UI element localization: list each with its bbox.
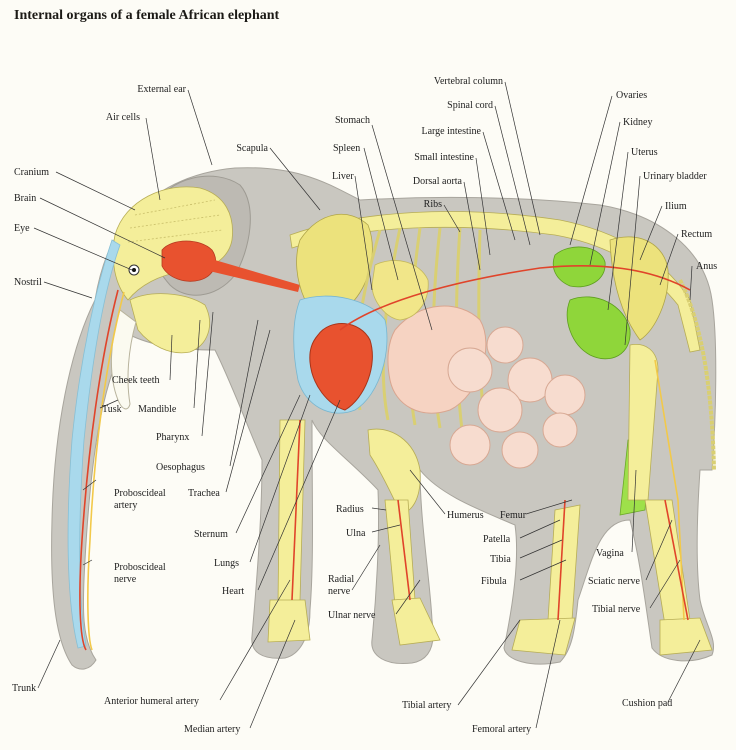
tail-bones — [678, 279, 716, 471]
label-urinary-bladder: Urinary bladder — [643, 171, 707, 182]
label-patella: Patella — [483, 534, 511, 545]
dorsal-aorta-vessel — [339, 265, 691, 331]
label-spleen: Spleen — [333, 143, 360, 154]
label-proboscideal-artery: Proboscideal — [114, 488, 166, 499]
label-femoral-artery: Femoral artery — [472, 724, 531, 735]
label-pharynx: Pharynx — [156, 432, 189, 443]
label-humerus: Humerus — [447, 510, 484, 521]
mandible-bone — [129, 293, 210, 354]
label-median-artery: Median artery — [184, 724, 240, 735]
label-tusk: Tusk — [102, 404, 122, 415]
diagram-title: Internal organs of a female African elep… — [14, 8, 280, 23]
label-vertebral-column: Vertebral column — [434, 76, 503, 87]
label-tibial-artery: Tibial artery — [402, 700, 451, 711]
label-tibial-nerve: Tibial nerve — [592, 604, 641, 615]
label-ribs: Ribs — [424, 199, 442, 210]
right-hind-foot-bones — [659, 617, 713, 656]
label-small-intestine: Small intestine — [414, 152, 474, 163]
label-dorsal-aorta: Dorsal aorta — [413, 176, 463, 187]
front-foot-bones — [391, 597, 441, 646]
label-rectum: Rectum — [681, 229, 712, 240]
label-uterus: Uterus — [631, 147, 658, 158]
label-liver: Liver — [332, 171, 354, 182]
label-radius: Radius — [336, 504, 364, 515]
label-trunk: Trunk — [12, 683, 36, 694]
label-kidney: Kidney — [623, 117, 652, 128]
label-proboscideal-nerve-2: nerve — [114, 574, 137, 585]
trunk-nasal-passage — [67, 239, 121, 649]
label-large-intestine: Large intestine — [421, 126, 481, 137]
label-tibia: Tibia — [490, 554, 511, 565]
humerus-bone — [367, 428, 421, 513]
label-ilium: Ilium — [665, 201, 687, 212]
small-intestine-coils — [447, 326, 586, 469]
label-eye: Eye — [14, 223, 30, 234]
leader-lines — [33, 81, 701, 729]
front-leg-artery — [291, 419, 301, 601]
spinal-connection — [205, 258, 300, 292]
radial-artery — [397, 499, 411, 601]
label-cranium: Cranium — [14, 167, 49, 178]
label-proboscideal-artery-2: artery — [114, 500, 137, 511]
label-anterior-humeral-artery: Anterior humeral artery — [104, 696, 199, 707]
label-ulna: Ulna — [346, 528, 366, 539]
label-cheek-teeth: Cheek teeth — [112, 375, 159, 386]
hind-leg-artery — [557, 499, 566, 621]
label-anus: Anus — [696, 261, 717, 272]
hind-foot-bones — [511, 617, 576, 656]
label-lungs: Lungs — [214, 558, 239, 569]
label-proboscideal-nerve: Proboscideal — [114, 562, 166, 573]
tusk-shape — [111, 309, 137, 410]
label-sciatic-nerve: Sciatic nerve — [588, 576, 640, 587]
label-mandible: Mandible — [138, 404, 177, 415]
kidney-organ — [552, 246, 606, 288]
ilium-bone — [609, 236, 669, 341]
label-brain: Brain — [14, 193, 36, 204]
label-vagina: Vagina — [596, 548, 624, 559]
vertebral-column-bone — [289, 211, 701, 353]
proboscideal-artery-vessel — [79, 289, 119, 651]
label-sternum: Sternum — [194, 529, 228, 540]
label-stomach: Stomach — [335, 115, 370, 126]
label-fibula: Fibula — [481, 576, 507, 587]
label-trachea: Trachea — [188, 488, 220, 499]
label-nostril: Nostril — [14, 277, 42, 288]
scapula-bone — [296, 213, 373, 315]
uterus-organ — [566, 296, 631, 360]
label-femur: Femur — [500, 510, 527, 521]
label-air-cells: Air cells — [106, 112, 140, 123]
left-front-foot-bones — [267, 599, 311, 643]
femur-bone — [627, 343, 659, 501]
sciatic-nerve-fiber — [654, 359, 685, 621]
label-scapula: Scapula — [236, 143, 268, 154]
label-external-ear: External ear — [137, 84, 186, 95]
air-cells-pattern — [127, 199, 223, 243]
proboscideal-nerve-fiber — [87, 291, 125, 651]
label-oesophagus: Oesophagus — [156, 462, 205, 473]
heart-organ — [309, 323, 373, 411]
label-radial-nerve-2: nerve — [328, 586, 351, 597]
tibial-nerve-fiber — [664, 499, 689, 621]
label-radial-nerve: Radial — [328, 574, 354, 585]
label-ovaries: Ovaries — [616, 90, 647, 101]
label-group: External ear Air cells Cranium Brain Eye… — [12, 76, 717, 735]
label-spinal-cord: Spinal cord — [447, 100, 493, 111]
label-ulnar-nerve: Ulnar nerve — [328, 610, 376, 621]
label-cushion-pad: Cushion pad — [622, 698, 672, 709]
label-heart: Heart — [222, 586, 244, 597]
